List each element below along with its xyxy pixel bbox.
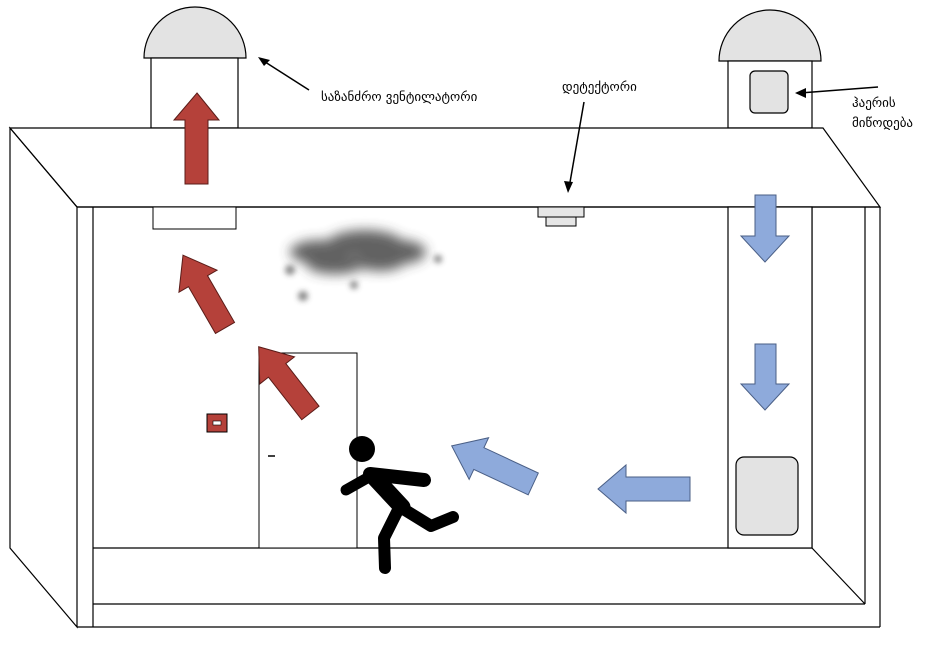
supply-duct-grille — [735, 456, 799, 536]
exhaust-flow-arrows — [172, 92, 320, 421]
fan-pointer-line — [261, 59, 310, 91]
exhaust-opening — [152, 206, 237, 230]
supply-arrow-down-1 — [739, 194, 791, 263]
air-supply-pointer-line — [799, 86, 879, 94]
supply-fan-dome — [718, 9, 822, 62]
annotations: საზანძრო ვენტილატორი დეტექტორი ჰაერის მი… — [258, 57, 913, 193]
supply-flow-arrows — [450, 194, 791, 515]
air-supply-label-line1: ჰაერის — [852, 96, 896, 111]
air-supply-fan — [718, 9, 822, 129]
air-supply-label-line2: მიწოდება — [852, 116, 913, 131]
supply-arrow-left — [597, 463, 691, 515]
building-outline — [8, 126, 882, 629]
left-wall — [9, 126, 78, 629]
smoke-cloud — [285, 230, 442, 301]
detector-pointer-line — [568, 101, 585, 189]
exhaust-arrow-upper-diagonal — [178, 254, 236, 335]
supply-fan-grille — [749, 70, 789, 114]
supply-arrow-down-2 — [739, 343, 791, 411]
detector-label: დეტექტორი — [562, 80, 637, 95]
smoke-exhaust-fan-label: საზანძრო ვენტილატორი — [321, 90, 478, 105]
supply-arrow-diagonal — [450, 436, 539, 496]
exhaust-arrow-vertical — [172, 92, 221, 185]
exhaust-arrow-lower-diagonal — [258, 346, 320, 421]
running-person-icon — [340, 436, 459, 574]
exhaust-fan-dome — [143, 6, 247, 59]
smoke-detector — [537, 206, 585, 227]
fire-alarm-button — [206, 413, 228, 433]
ceiling-slab — [8, 127, 882, 208]
